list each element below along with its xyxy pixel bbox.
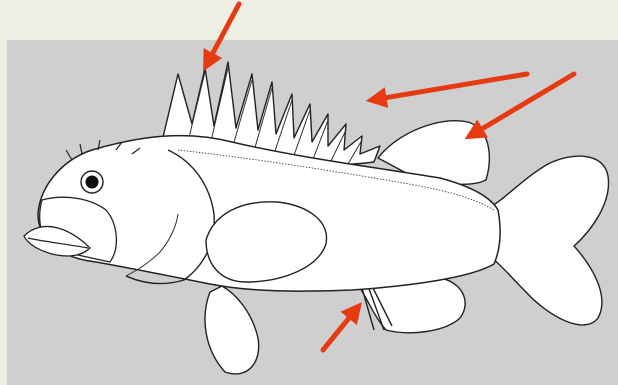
arrow-dorsal-spines bbox=[372, 74, 527, 100]
pelvic-fin bbox=[205, 286, 259, 374]
caudal-fin bbox=[492, 156, 609, 325]
fish-pupil bbox=[86, 176, 99, 189]
arrow-spiny-dorsal-fin bbox=[206, 4, 239, 66]
arrow-anal-fin-spines bbox=[323, 307, 358, 350]
